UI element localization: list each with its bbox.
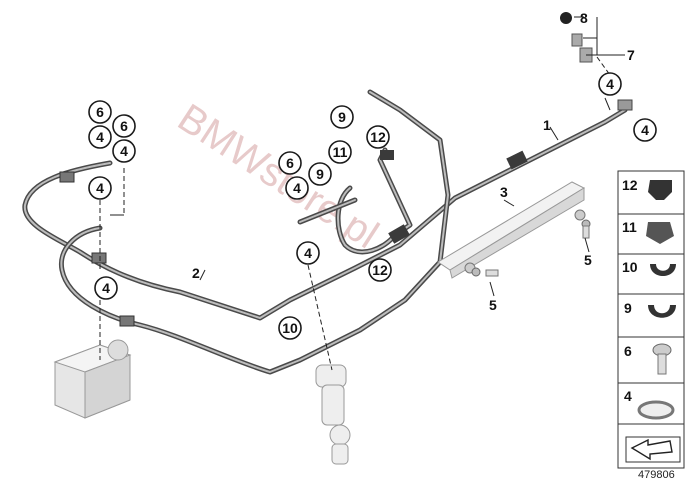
svg-text:4: 4	[96, 180, 104, 196]
sealing-ring-icon	[637, 400, 675, 420]
legend-num-12: 12	[622, 177, 638, 193]
legend-frame	[617, 170, 685, 469]
bracket-part-3	[437, 181, 586, 279]
master-cylinder	[315, 364, 351, 465]
callout-9b: 9	[308, 162, 332, 186]
callout-6c: 6	[278, 151, 302, 175]
brake-pipes	[22, 89, 628, 375]
label-part-1: 1	[543, 117, 551, 133]
clip-9-icon	[648, 305, 676, 318]
bleed-screw-assembly	[560, 12, 633, 111]
callout-4f: 4	[296, 241, 320, 265]
legend: 12 11 10 9 6 4	[617, 170, 685, 469]
svg-text:6: 6	[96, 104, 104, 120]
watermark: BMWstore.pl	[170, 96, 386, 258]
abs-unit	[53, 339, 132, 419]
svg-text:4: 4	[641, 122, 649, 138]
callout-4e: 4	[285, 176, 309, 200]
callout-6b: 6	[112, 114, 136, 138]
svg-text:4: 4	[96, 129, 104, 145]
svg-text:4: 4	[606, 76, 614, 92]
callout-4a: 4	[88, 125, 112, 149]
legend-num-11: 11	[622, 219, 637, 235]
svg-text:9: 9	[316, 166, 324, 182]
svg-text:4: 4	[102, 280, 110, 296]
legend-num-4: 4	[624, 388, 632, 404]
svg-text:12: 12	[372, 262, 388, 278]
callout-4g: 4	[598, 72, 622, 96]
svg-text:6: 6	[286, 155, 294, 171]
label-part-5a: 5	[584, 252, 592, 268]
svg-text:4: 4	[293, 180, 301, 196]
label-part-7: 7	[627, 47, 635, 63]
clip-12-icon	[648, 180, 672, 200]
callout-4b: 4	[112, 139, 136, 163]
svg-text:11: 11	[333, 144, 348, 160]
callout-12a: 12	[366, 125, 390, 149]
svg-text:9: 9	[338, 109, 346, 125]
callout-9a: 9	[330, 105, 354, 129]
leader-lines	[99, 16, 625, 371]
bolt-part-5	[471, 219, 591, 277]
label-part-2: 2	[192, 265, 200, 281]
callout-12b: 12	[368, 258, 392, 282]
label-part-5b: 5	[489, 297, 497, 313]
callout-6a: 6	[88, 100, 112, 124]
callout-4d: 4	[94, 276, 118, 300]
svg-text:4: 4	[304, 245, 312, 261]
label-part-8: 8	[580, 10, 588, 26]
arrow-icon	[625, 436, 681, 463]
callout-4h: 4	[633, 118, 657, 142]
svg-text:12: 12	[370, 129, 386, 145]
svg-text:6: 6	[120, 118, 128, 134]
callout-10: 10	[278, 316, 302, 340]
legend-num-9: 9	[624, 300, 632, 316]
legend-num-6: 6	[624, 343, 632, 359]
label-part-3: 3	[500, 184, 508, 200]
diagram-id: 479806	[638, 469, 675, 481]
svg-text:10: 10	[282, 320, 298, 336]
clip-10-icon	[650, 264, 676, 276]
clip-11-icon	[646, 222, 674, 244]
callout-4c: 4	[88, 176, 112, 200]
svg-text:4: 4	[120, 143, 128, 159]
legend-num-10: 10	[622, 259, 638, 275]
callout-11: 11	[328, 140, 352, 164]
